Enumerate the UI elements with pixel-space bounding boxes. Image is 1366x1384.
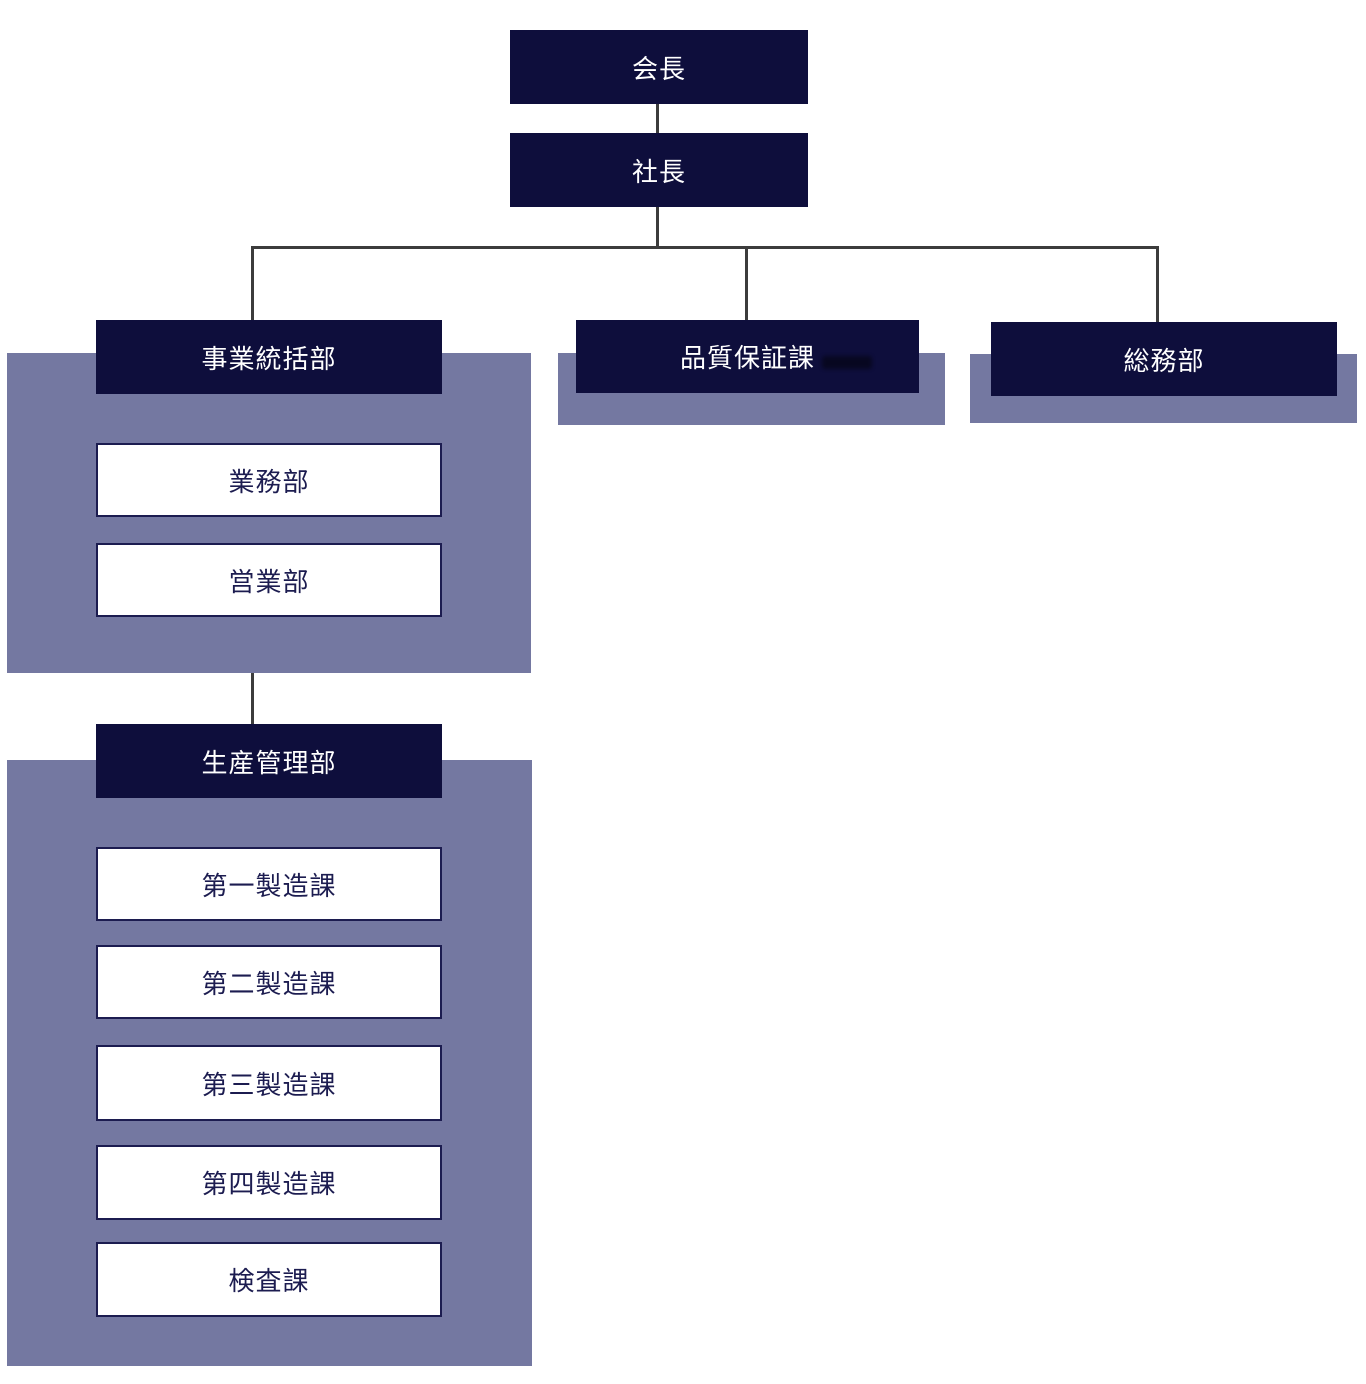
node-production-management-label: 生産管理部 [201,748,337,779]
illegible-mark [822,356,872,369]
node-sales-label: 営業部 [228,567,310,598]
node-chairman: 会長 [510,30,808,104]
node-manufacturing-2: 第二製造課 [96,945,442,1019]
connector-business-production [251,673,254,726]
node-manufacturing-1: 第一製造課 [96,847,442,921]
node-business-management-label: 事業統括部 [201,344,337,375]
connector-president-stem [656,207,659,249]
node-manufacturing-3-label: 第三製造課 [201,1070,337,1101]
connector-drop-general [1156,246,1159,324]
node-operations-label: 業務部 [228,467,310,498]
node-manufacturing-3: 第三製造課 [96,1045,442,1121]
node-manufacturing-4: 第四製造課 [96,1145,442,1220]
node-business-management: 事業統括部 [96,320,442,394]
node-president: 社長 [510,133,808,207]
connector-branch-rail [251,246,1159,249]
connector-drop-business [251,246,254,322]
node-production-management: 生産管理部 [96,724,442,798]
node-general-affairs-label: 総務部 [1123,346,1205,377]
connector-chairman-president [656,104,659,134]
node-inspection-label: 検査課 [228,1267,310,1297]
node-inspection: 検査課 [96,1242,442,1317]
node-manufacturing-1-label: 第一製造課 [201,871,337,902]
node-sales: 営業部 [96,543,442,617]
node-manufacturing-4-label: 第四製造課 [201,1170,337,1200]
node-president-label: 社長 [631,157,686,188]
node-quality-assurance-label: 品質保証課 [679,344,815,374]
node-operations: 業務部 [96,443,442,517]
node-general-affairs: 総務部 [991,322,1337,396]
node-chairman-label: 会長 [631,54,686,85]
connector-drop-quality [745,246,748,322]
node-quality-assurance: 品質保証課 [576,320,919,393]
node-manufacturing-2-label: 第二製造課 [201,969,337,1000]
